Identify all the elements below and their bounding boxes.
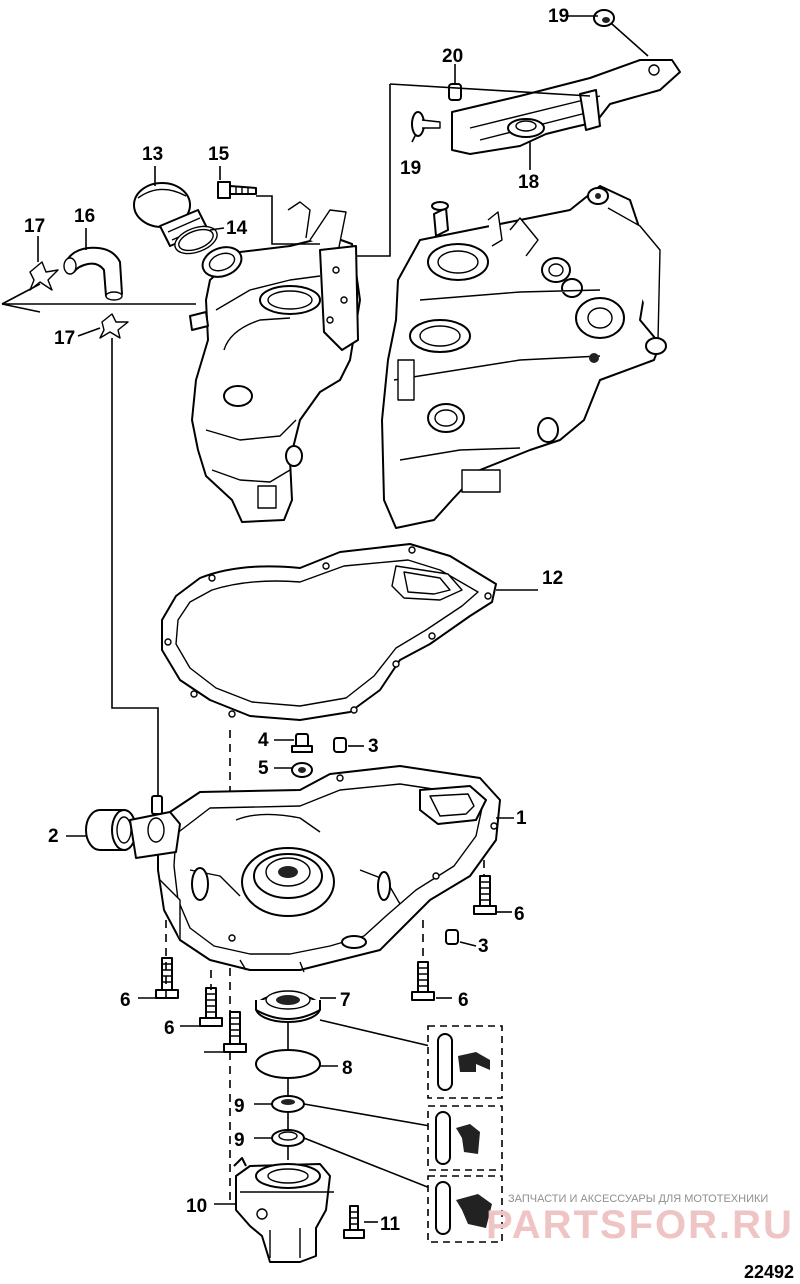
watermark-brand: PARTSFOR.RU <box>486 1203 794 1247</box>
bolt-6-left-1 <box>155 957 179 999</box>
callout-3-top: 3 <box>368 736 379 757</box>
callout-6-right-upper: 6 <box>514 904 525 925</box>
adapter-plate-housing <box>381 185 667 529</box>
callout-7: 7 <box>340 990 351 1011</box>
callout-15: 15 <box>208 144 230 165</box>
callout-20: 20 <box>442 46 463 67</box>
plug-4 <box>291 733 313 753</box>
callout-3-lower: 3 <box>478 936 489 957</box>
grommet-19-top <box>593 9 615 27</box>
callout-13: 13 <box>142 144 163 165</box>
seal-7 <box>255 990 321 1023</box>
bolt-6-left-3 <box>223 1011 247 1053</box>
adapter-plate-1 <box>157 765 501 973</box>
seal-detail-box-upper <box>427 1025 503 1099</box>
callout-17-top: 17 <box>24 216 45 237</box>
hose-16 <box>63 246 123 301</box>
bearing-9-lower <box>271 1129 305 1147</box>
callout-19-lower: 19 <box>400 158 421 179</box>
callout-19-top: 19 <box>548 6 569 27</box>
callout-10: 10 <box>186 1196 207 1217</box>
bolt-6-right-upper <box>473 875 497 915</box>
water-pump-housing-10 <box>233 1157 334 1263</box>
o-ring-14 <box>174 225 218 255</box>
reference-number: 22492 <box>744 1262 794 1282</box>
seal-detail-box-middle <box>427 1105 503 1171</box>
clamp-17-top <box>29 261 59 291</box>
bolt-11 <box>343 1205 365 1239</box>
callout-6-left-2: 6 <box>164 1018 175 1039</box>
callout-14: 14 <box>226 218 248 239</box>
callout-9-upper: 9 <box>234 1096 245 1117</box>
washer-5 <box>291 762 313 778</box>
callout-4: 4 <box>258 730 269 751</box>
dowel-pin-3-lower <box>445 929 459 945</box>
callout-18: 18 <box>518 172 539 193</box>
callout-1: 1 <box>516 808 527 829</box>
exhaust-manifold-cover <box>189 201 361 523</box>
gasket-8 <box>255 1049 321 1079</box>
callout-5: 5 <box>258 758 269 779</box>
callout-16: 16 <box>74 206 95 227</box>
callout-2: 2 <box>48 826 59 847</box>
bushing-20 <box>448 83 462 101</box>
dowel-pin-3-top <box>333 737 347 753</box>
watermark-tagline: ЗАПЧАСТИ И АКСЕССУАРЫ ДЛЯ МОТОТЕХНИКИ <box>508 1193 768 1205</box>
callout-9-lower: 9 <box>234 1130 245 1151</box>
lever-bracket-18 <box>451 59 681 155</box>
callout-12: 12 <box>542 568 563 589</box>
fill-cap-13 <box>133 182 209 247</box>
seal-detail-box-lower <box>427 1175 503 1243</box>
water-tube-fitting <box>129 795 181 859</box>
callout-6-left-1: 6 <box>120 990 131 1011</box>
bolt-6-left-2 <box>199 987 223 1027</box>
clamp-17-lower <box>99 313 129 339</box>
bolt-15 <box>217 181 257 199</box>
callout-11: 11 <box>380 1214 401 1235</box>
callout-8: 8 <box>342 1058 353 1079</box>
bearing-9-upper <box>271 1095 305 1113</box>
grommet-19-lower <box>411 111 441 137</box>
callout-6-right-lower: 6 <box>458 990 469 1011</box>
bushing-2 <box>85 809 137 851</box>
callout-17-lower: 17 <box>54 328 75 349</box>
gasket-12 <box>161 543 497 721</box>
bolt-6-right-lower <box>411 961 435 1001</box>
